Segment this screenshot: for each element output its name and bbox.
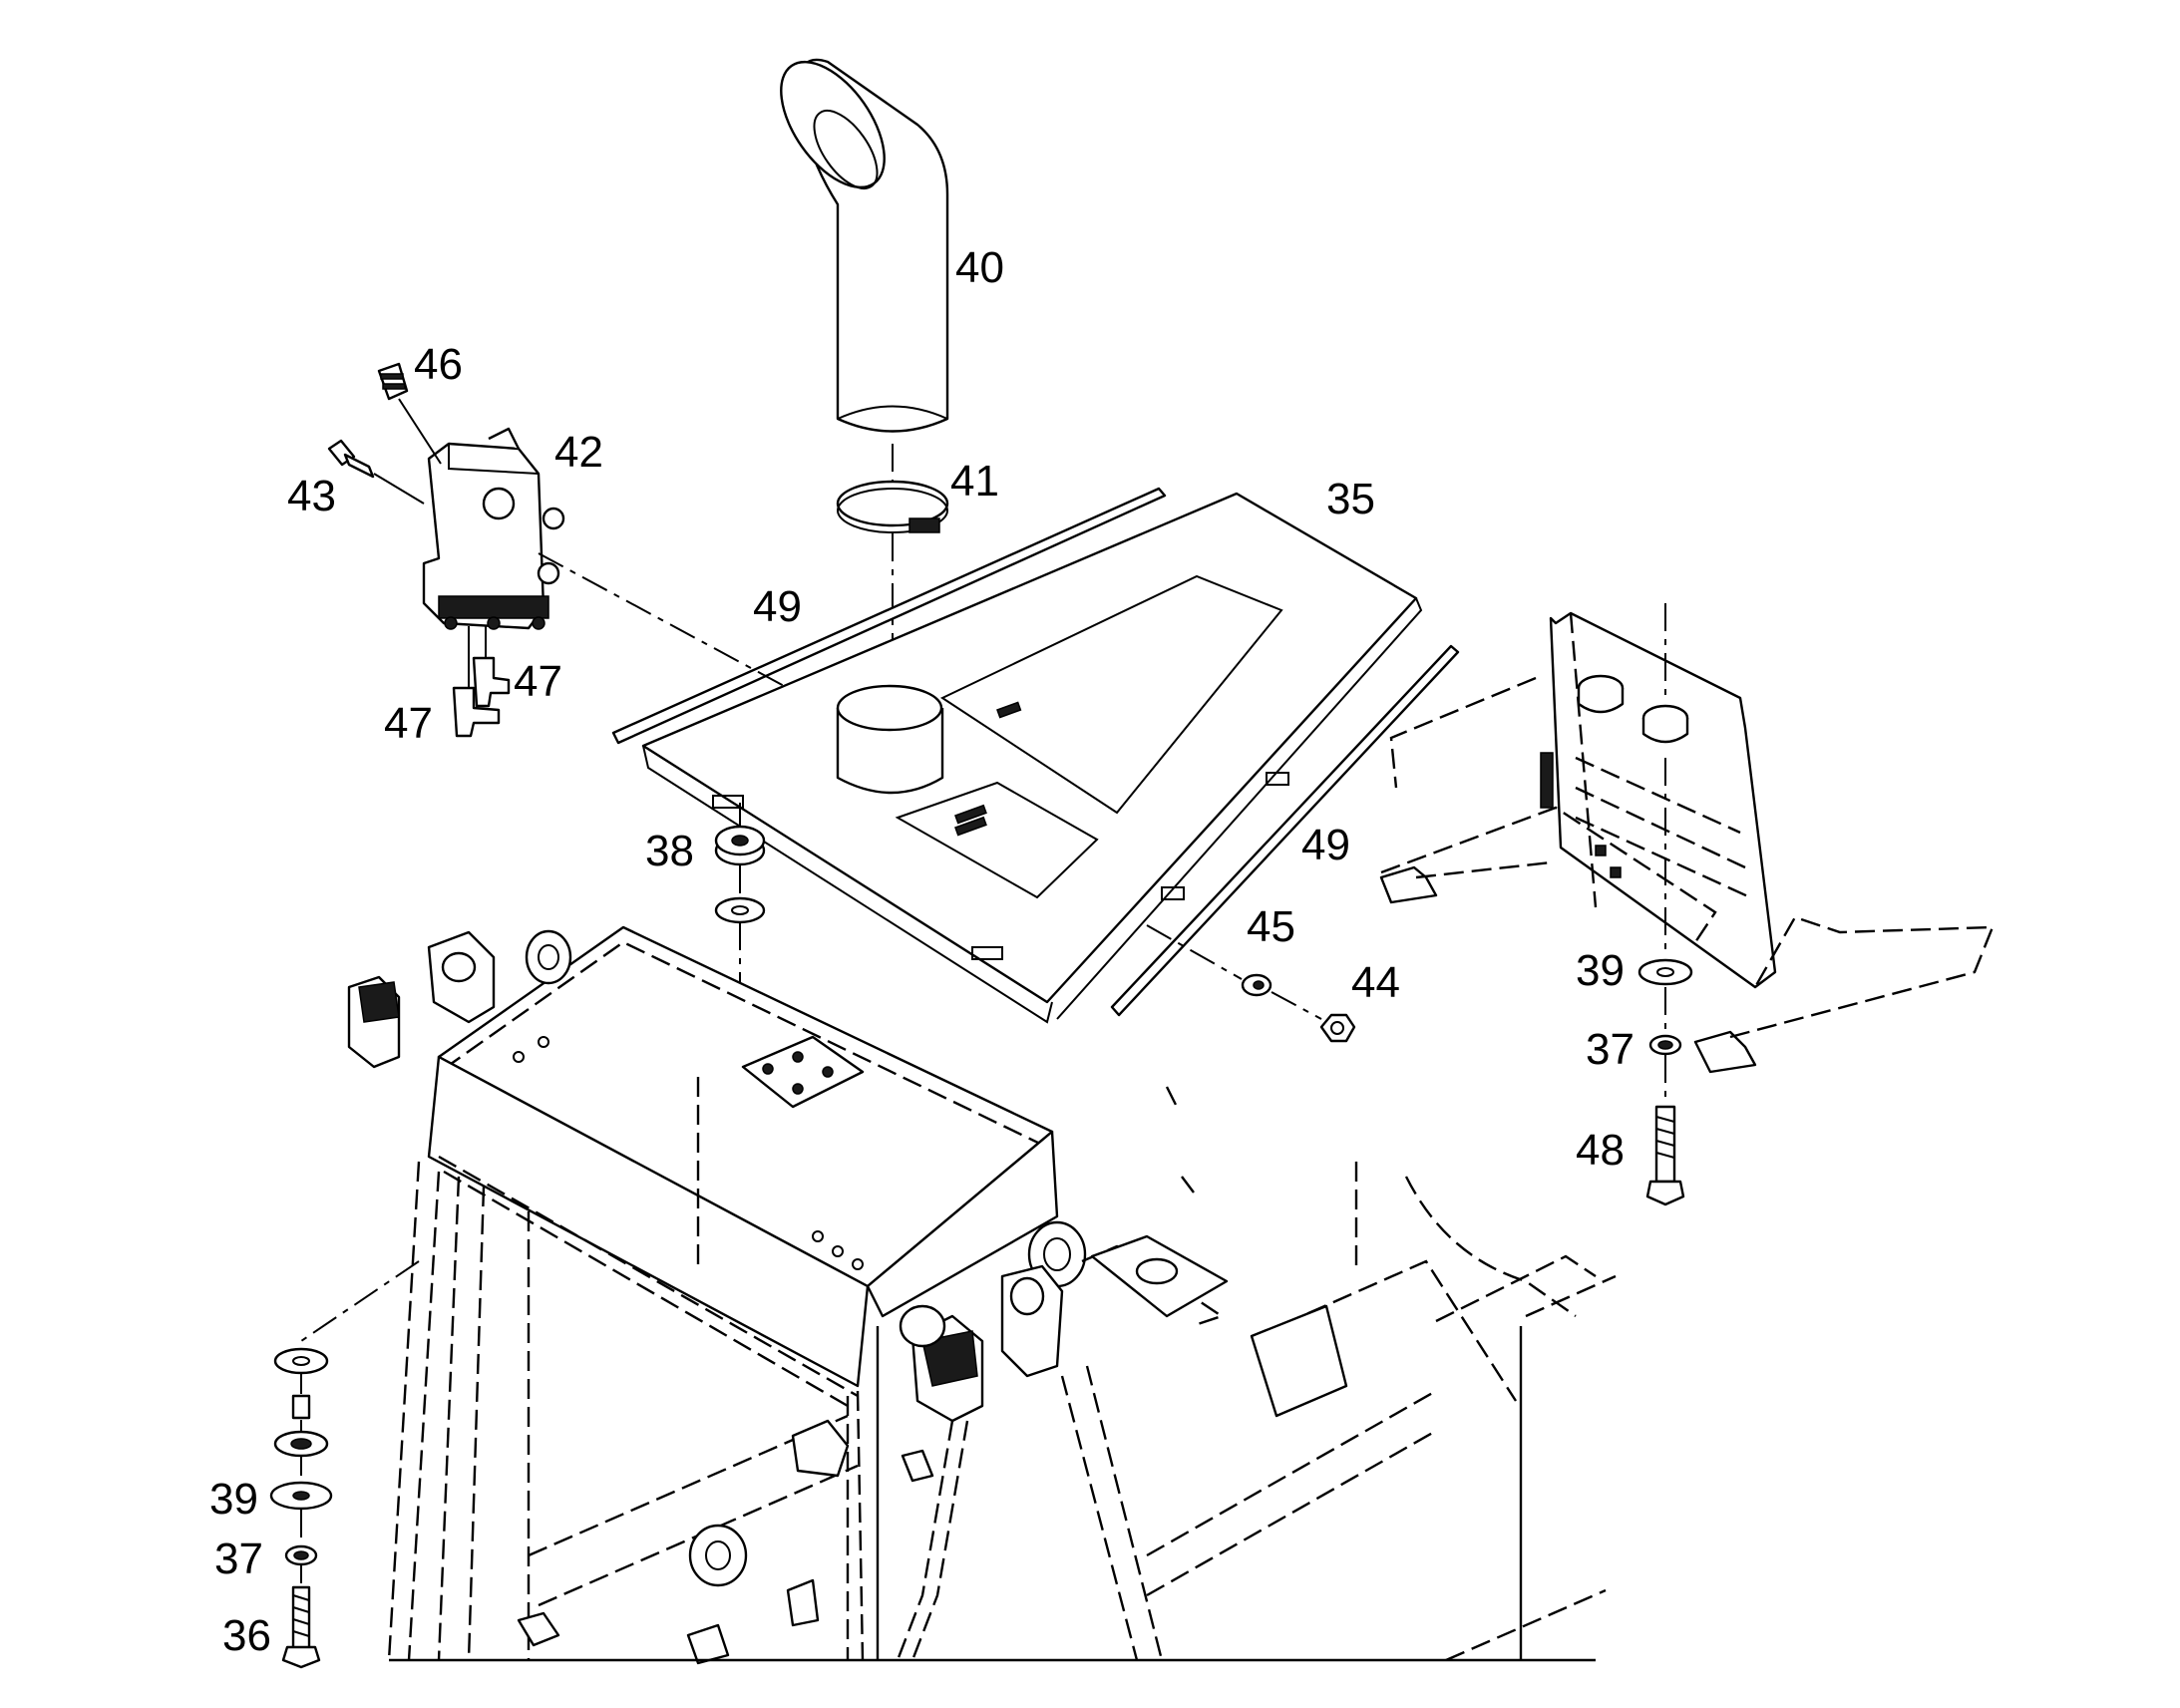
callout-41: 41 [950,457,999,506]
callout-39-right: 39 [1576,946,1625,995]
hinge-right-icon [899,1220,1087,1423]
callout-49-upper: 49 [753,582,802,631]
callout-37-right: 37 [1586,1025,1635,1074]
callout-49-lower: 49 [1301,821,1350,869]
right-bracket-part [1379,603,1995,1074]
hinge-left-icon [347,929,572,1069]
bracket-bolts-icon [1540,752,1622,878]
nut-44-part [1319,1013,1356,1043]
callout-35: 35 [1326,475,1375,523]
callout-47-left: 47 [384,699,433,748]
washer-45-part [1146,924,1322,1020]
clamp-part [836,480,949,688]
callout-43: 43 [287,472,336,520]
callout-37-left: 37 [214,1535,263,1583]
callout-42: 42 [554,428,603,477]
valve-leader-line [538,552,789,689]
rubber-mount-left-icon [1577,674,1625,714]
breather-46-part [377,362,442,465]
left-hardware-stack-part [273,1260,420,1476]
callout-40: 40 [955,243,1004,292]
callout-44: 44 [1351,958,1400,1007]
washer-39-right-part [1637,958,1693,986]
fitting-47-part [452,626,511,738]
callout-45: 45 [1247,902,1295,951]
bumper-38-part [714,803,766,987]
callout-39-left: 39 [209,1475,258,1524]
seal-strip-left-part [611,487,1167,745]
exhaust-pipe-part [780,58,949,499]
valve-block-part [422,427,565,630]
seal-strip-right-part [1110,644,1460,1017]
rubber-mount-right-icon [1641,704,1689,744]
cover-plate-part [641,492,1423,1024]
bolt-36-part [281,1585,321,1669]
label-marking-icon [954,701,1022,837]
callout-48: 48 [1576,1126,1625,1175]
bolt-43-part [327,439,425,505]
machine-frame-part [347,925,1617,1665]
callout-36: 36 [222,1611,271,1660]
callout-47-right: 47 [514,657,562,706]
callout-38: 38 [645,827,694,875]
lockwasher-37-left-part [284,1510,318,1583]
callout-46: 46 [414,340,463,389]
lockwasher-37-right-part [1648,987,1682,1097]
bolt-48-part [1645,1105,1685,1206]
washer-39-left-part [269,1481,333,1511]
